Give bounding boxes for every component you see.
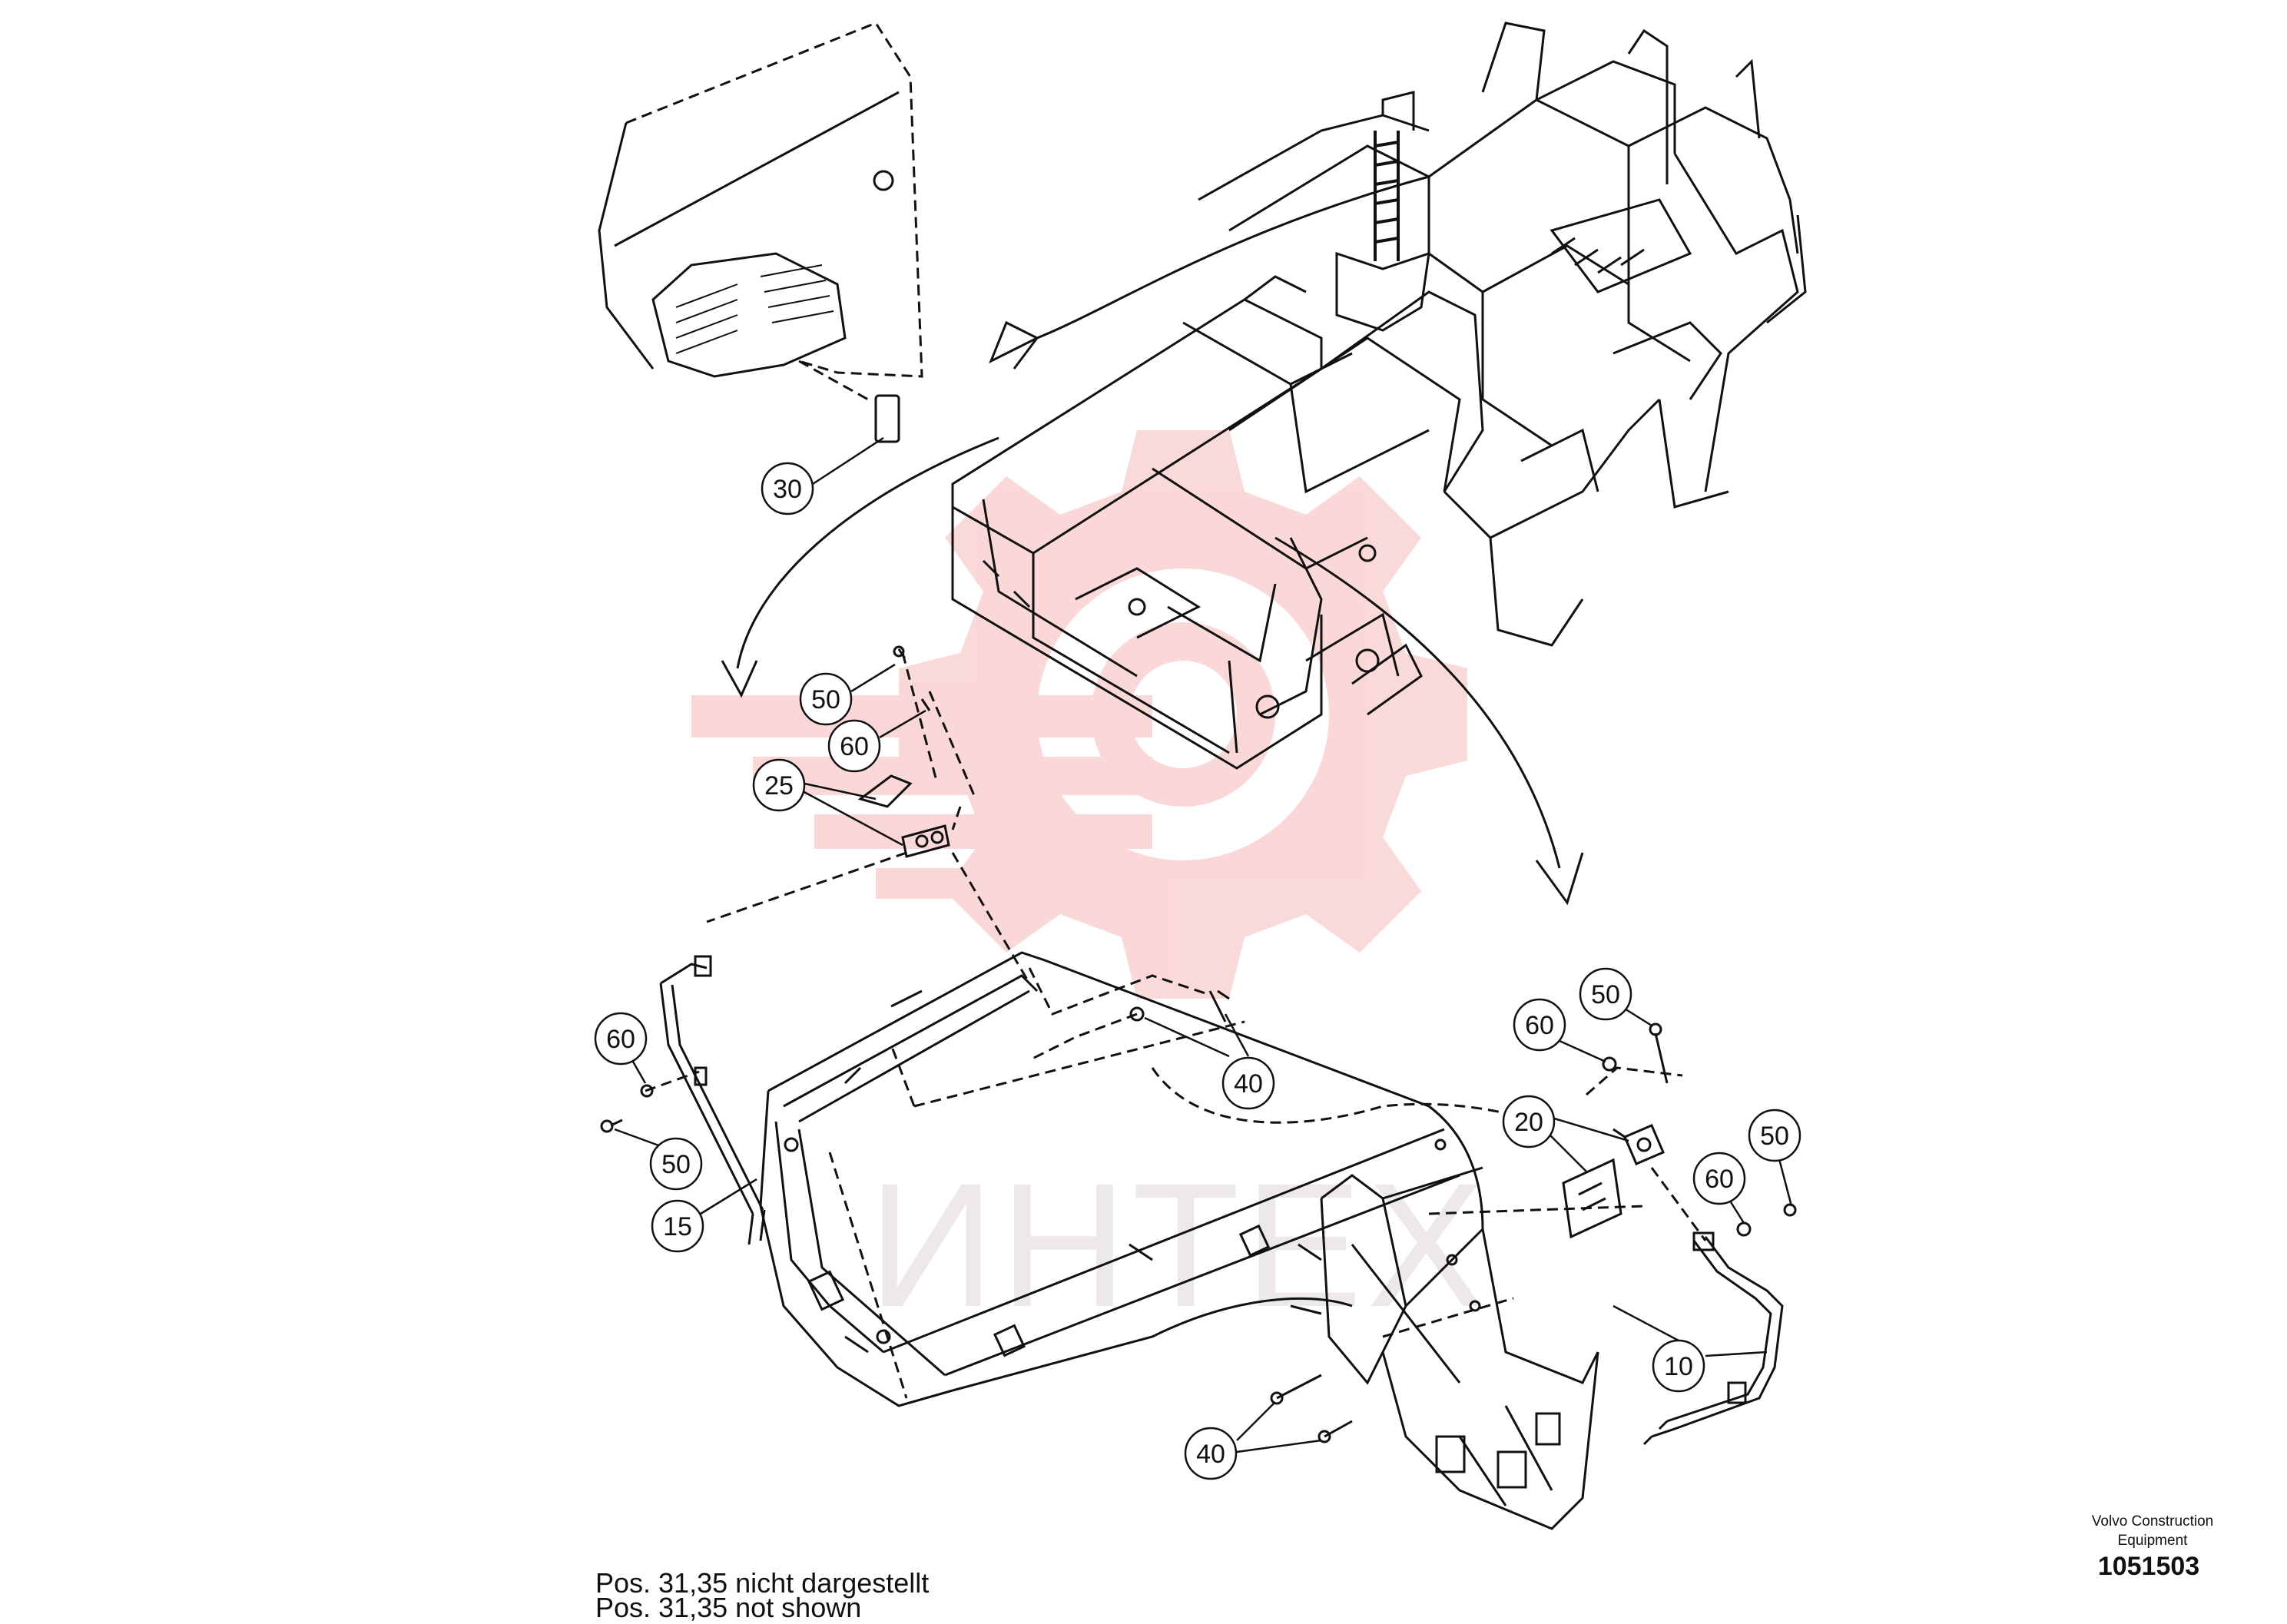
svg-text:40: 40 xyxy=(1234,1069,1263,1099)
watermark-text: ИНТЕХ xyxy=(868,1146,1490,1344)
watermark: ИНТЕХ xyxy=(691,430,1490,1344)
note-german: Pos. 31,35 nicht dargestellt xyxy=(595,1567,930,1599)
note-english: Pos. 31,35 not shown xyxy=(595,1592,862,1623)
svg-text:50: 50 xyxy=(1591,980,1620,1009)
svg-text:15: 15 xyxy=(663,1212,692,1241)
callout-25[interactable]: 25 xyxy=(752,758,806,812)
svg-text:25: 25 xyxy=(764,771,794,800)
arrow-down-left xyxy=(736,436,999,669)
callouts: 30 50 60 25 40 60 xyxy=(594,436,1801,1480)
callout-30-leader xyxy=(812,436,884,486)
callout-40b-leader-b xyxy=(1236,1439,1322,1453)
svg-text:50: 50 xyxy=(1760,1122,1789,1151)
hardware-40-lower xyxy=(1270,1374,1353,1443)
svg-text:40: 40 xyxy=(1196,1440,1225,1469)
callout-40a-leader-b xyxy=(1224,1013,1250,1057)
callout-50-left[interactable]: 50 xyxy=(649,1137,703,1191)
callout-50a-leader xyxy=(850,663,896,693)
callout-20-leader-a xyxy=(1547,1132,1587,1172)
arrow-down-left-head xyxy=(721,660,758,698)
callout-25-leader-b xyxy=(802,790,903,847)
callout-60-right-lower[interactable]: 60 xyxy=(1692,1152,1746,1205)
callout-60-right-upper[interactable]: 60 xyxy=(1513,998,1566,1052)
arrow-down-right xyxy=(1274,536,1561,869)
watermark-speed-lines xyxy=(691,695,1152,899)
callout-60d-leader xyxy=(1727,1198,1745,1224)
callout-40-middle[interactable]: 40 xyxy=(1221,1056,1275,1110)
svg-text:10: 10 xyxy=(1664,1352,1693,1381)
callout-50d-leader xyxy=(1777,1155,1793,1207)
company-line-2: Equipment xyxy=(2117,1533,2188,1549)
callout-60a-leader xyxy=(879,709,926,739)
svg-text:60: 60 xyxy=(840,732,869,761)
callout-15-leader xyxy=(700,1178,757,1215)
callout-50b-leader xyxy=(614,1128,661,1148)
callout-10[interactable]: 10 xyxy=(1652,1339,1705,1393)
company-line-1: Volvo Construction xyxy=(2091,1513,2214,1530)
hardware-stack-25 xyxy=(706,645,1545,1124)
document-number: 1051503 xyxy=(2097,1552,2200,1581)
svg-text:30: 30 xyxy=(773,475,802,504)
svg-text:60: 60 xyxy=(606,1025,635,1054)
callout-25-leader-a xyxy=(804,782,877,800)
right-side-panel xyxy=(1290,1105,1645,1530)
switch-assembly-20 xyxy=(1562,1022,1797,1446)
callout-10-leader-a xyxy=(1613,1304,1679,1342)
callout-10-leader-b xyxy=(1705,1351,1768,1357)
callout-50-right-upper[interactable]: 50 xyxy=(1579,967,1632,1021)
callout-60-left[interactable]: 60 xyxy=(594,1012,648,1066)
callout-40b-leader-a xyxy=(1236,1401,1276,1441)
callout-50-upper[interactable]: 50 xyxy=(799,672,853,726)
svg-text:20: 20 xyxy=(1514,1108,1543,1137)
arrow-up-left-head xyxy=(989,320,1040,370)
callout-60-upper[interactable]: 60 xyxy=(827,719,881,773)
rod-15 xyxy=(600,955,766,1245)
callout-50-right-lower[interactable]: 50 xyxy=(1748,1109,1801,1162)
svg-text:60: 60 xyxy=(1525,1011,1554,1040)
flow-arrows xyxy=(721,175,1584,906)
svg-text:50: 50 xyxy=(661,1150,691,1179)
callout-20-leader-b xyxy=(1551,1116,1629,1142)
callout-20[interactable]: 20 xyxy=(1502,1095,1556,1148)
svg-text:50: 50 xyxy=(811,685,840,714)
svg-text:60: 60 xyxy=(1705,1165,1734,1194)
callout-60c-leader xyxy=(1559,1039,1606,1063)
callout-30[interactable]: 30 xyxy=(761,462,814,515)
callout-40-lower[interactable]: 40 xyxy=(1184,1427,1238,1480)
machine-frame xyxy=(951,22,1807,770)
company-name: Volvo Construction Equipment xyxy=(2060,1512,2245,1550)
arrow-down-right-head xyxy=(1535,852,1584,906)
detail-inset xyxy=(598,22,923,443)
callout-15[interactable]: 15 xyxy=(651,1199,704,1253)
arrow-up-left xyxy=(1036,175,1430,340)
callout-40a-leader-a xyxy=(1144,1016,1230,1058)
